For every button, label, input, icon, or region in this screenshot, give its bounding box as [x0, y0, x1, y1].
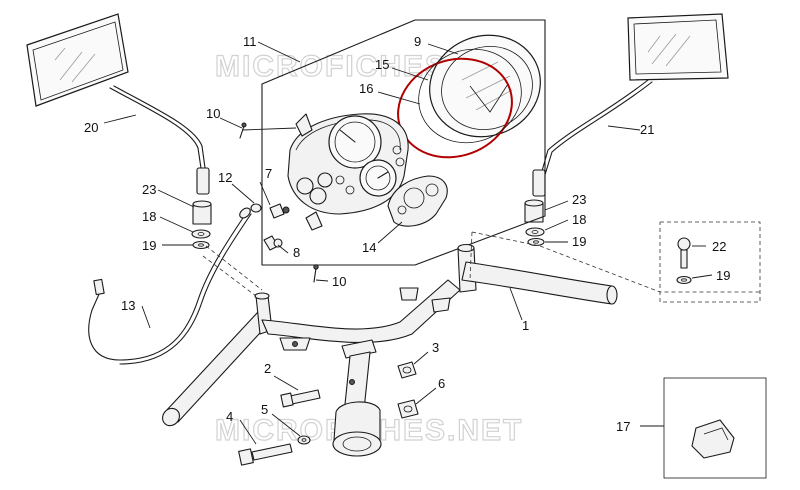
label-22: 22	[712, 239, 726, 254]
instrument-rear-gasket[interactable]	[387, 175, 448, 227]
detail-box-17[interactable]	[663, 377, 767, 479]
washer-5[interactable]	[297, 435, 311, 445]
label-3: 3	[432, 340, 439, 355]
nut-6[interactable]	[397, 399, 419, 419]
callout-labels: 1 2 3 4 5 6 7 8 9 10 10 11 12 13 14 15 1…	[84, 34, 730, 434]
label-6: 6	[438, 376, 445, 391]
left-washer-19[interactable]	[192, 240, 210, 250]
label-20: 20	[84, 120, 98, 135]
speedometer-cable[interactable]	[88, 206, 252, 365]
label-23-right: 23	[572, 192, 586, 207]
label-15: 15	[375, 57, 389, 72]
left-mirror[interactable]	[26, 13, 210, 195]
label-17: 17	[616, 419, 630, 434]
instrument-bezel[interactable]	[415, 20, 554, 152]
label-5: 5	[261, 402, 268, 417]
label-9: 9	[414, 34, 421, 49]
right-washer-18[interactable]	[525, 227, 545, 237]
label-14: 14	[362, 240, 376, 255]
bolt-2[interactable]	[280, 389, 321, 408]
right-mirror[interactable]	[532, 13, 729, 197]
label-2: 2	[264, 361, 271, 376]
label-19-right: 19	[572, 234, 586, 249]
label-16: 16	[359, 81, 373, 96]
callout-leaders	[103, 41, 713, 445]
label-13: 13	[121, 298, 135, 313]
label-10-bottom: 10	[332, 274, 346, 289]
right-washer-19[interactable]	[527, 237, 545, 247]
label-21: 21	[640, 122, 654, 137]
left-washer-18[interactable]	[191, 229, 211, 239]
lamp-socket[interactable]	[269, 203, 290, 219]
bulb[interactable]	[263, 235, 283, 251]
right-mirror-nut[interactable]	[524, 199, 544, 223]
screw-top[interactable]	[239, 122, 247, 139]
bracket-washer-19[interactable]	[676, 275, 692, 285]
label-23-left: 23	[142, 182, 156, 197]
nut-3[interactable]	[397, 361, 417, 379]
label-4: 4	[226, 409, 233, 424]
bracket-bolt-22[interactable]	[677, 237, 691, 269]
instrument-cluster-outline	[261, 19, 546, 266]
small-o-ring[interactable]	[250, 203, 262, 213]
left-bracket-guide	[202, 245, 263, 297]
right-bracket-outline	[469, 221, 761, 303]
label-1: 1	[522, 318, 529, 333]
label-18-right: 18	[572, 212, 586, 227]
bolt-4[interactable]	[238, 443, 293, 466]
screw-bottom[interactable]	[313, 264, 319, 283]
label-7: 7	[265, 166, 272, 181]
label-11: 11	[243, 34, 257, 49]
label-18-left: 18	[142, 209, 156, 224]
handlebar-stem[interactable]	[332, 339, 382, 457]
label-10-top: 10	[206, 106, 220, 121]
label-19-left: 19	[142, 238, 156, 253]
left-mirror-nut[interactable]	[192, 200, 212, 225]
instrument-housing[interactable]	[287, 113, 409, 231]
label-12: 12	[218, 170, 232, 185]
handlebar[interactable]	[159, 243, 618, 430]
label-19-bracket: 19	[716, 268, 730, 283]
label-8: 8	[293, 245, 300, 260]
